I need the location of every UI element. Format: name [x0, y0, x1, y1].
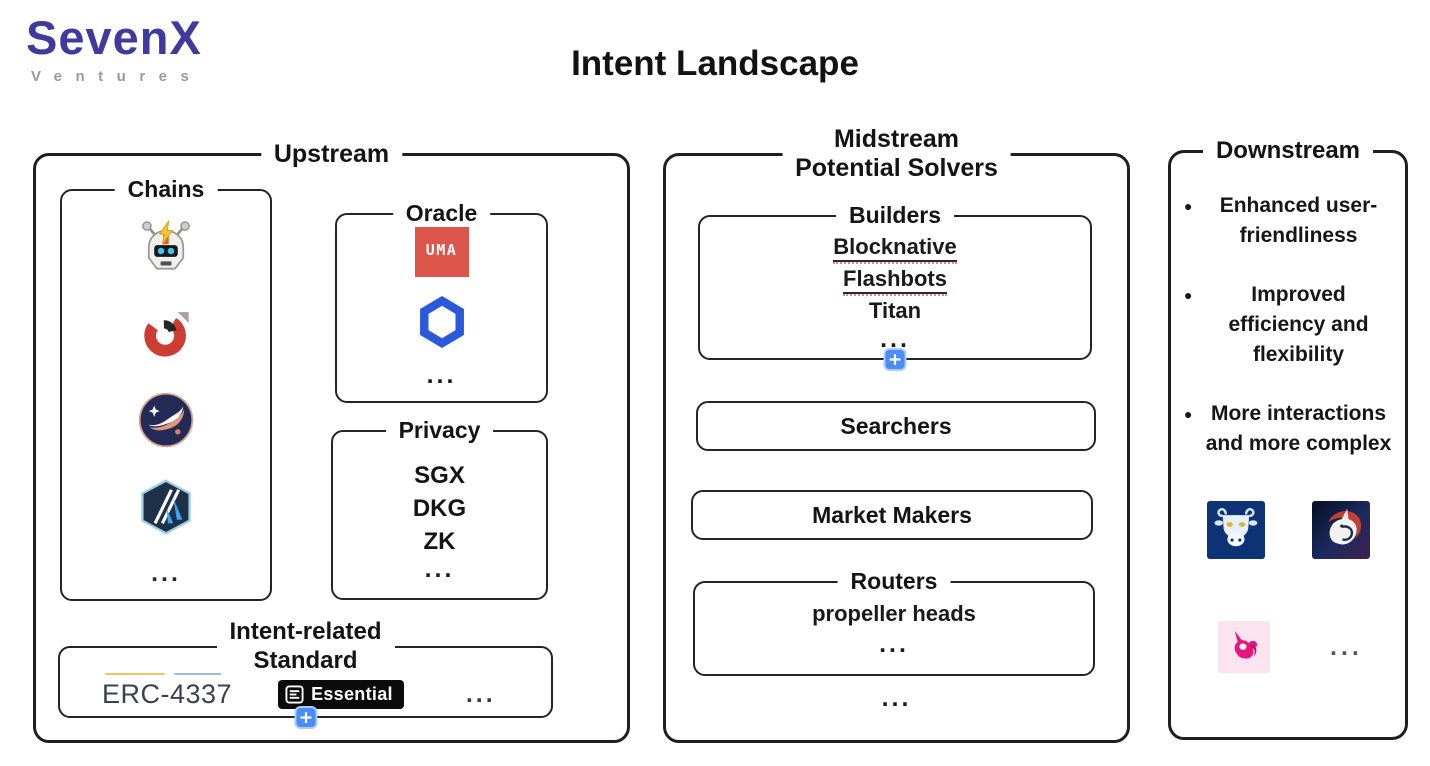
privacy-item-sgx: SGX: [414, 462, 465, 489]
erc-text: ERC-4337: [102, 678, 233, 709]
privacy-more-ellipsis: ...: [424, 555, 455, 583]
erc-yellow-bar: [105, 672, 165, 675]
midstream-label-line2: Potential Solvers: [795, 154, 998, 182]
upstream-label: Upstream: [260, 138, 403, 170]
standard-label: Intent-related Standard: [216, 617, 395, 675]
upstream-section: Upstream Chains: [33, 138, 630, 743]
chains-box: Chains: [60, 175, 272, 601]
downstream-icons-row-2: ...: [1171, 621, 1405, 673]
midstream-more-ellipsis: ...: [881, 684, 912, 712]
cow-protocol-icon: [1206, 501, 1265, 559]
standard-label-line2: Standard: [253, 647, 358, 674]
builders-label: Builders: [835, 201, 955, 229]
builders-more-ellipsis: ...: [880, 325, 910, 353]
robot-chain-icon: [142, 220, 190, 270]
page-title: Intent Landscape: [571, 44, 859, 83]
uma-icon: UMA: [414, 223, 469, 277]
downstream-more-ellipsis: ...: [1330, 633, 1363, 661]
privacy-item-zk: ZK: [423, 528, 456, 555]
oracle-label: Oracle: [392, 199, 491, 227]
downstream-bullet-2: ● Improved efficiency and flexibility: [1171, 280, 1405, 370]
logo-wordmark: SevenX: [26, 11, 202, 64]
standard-label-line1: Intent-related: [229, 618, 382, 645]
downstream-bullet-3: ● More interactions and more complex: [1171, 399, 1405, 459]
standard-content: ERC-4337 Essential ...: [60, 648, 551, 716]
downstream-label: Downstream: [1202, 135, 1374, 167]
uma-text: UMA: [425, 241, 458, 259]
standard-box: Intent-related Standard ERC-4337 Es: [58, 617, 553, 729]
arbitrum-icon: [141, 479, 191, 535]
bullet-dot-icon: ●: [1184, 198, 1193, 214]
midstream-label-line1: Midstream: [833, 125, 960, 153]
erc-4337-label: ERC-4337: [102, 672, 233, 710]
cow-head-glyph: [1214, 508, 1257, 547]
downstream-bullet-1: ● Enhanced user-friendliness: [1171, 191, 1405, 251]
essential-text: Essential: [311, 683, 393, 704]
searchers-label: Searchers: [840, 412, 952, 439]
uniswap-icon: [1218, 621, 1270, 673]
oracle-more-ellipsis: ...: [426, 361, 457, 389]
midstream-label: Midstream Potential Solvers: [782, 125, 1011, 183]
oracle-box: Oracle UMA ...: [335, 199, 548, 403]
oneinch-unicorn-glyph: [1328, 508, 1361, 545]
swirl-chain-icon: [138, 392, 194, 448]
routers-box: Routers propeller heads ...: [693, 567, 1095, 676]
oracle-content: UMA ...: [337, 215, 546, 389]
erc-blue-bar: [174, 672, 221, 675]
privacy-label: Privacy: [385, 416, 494, 444]
privacy-box: Privacy SGX DKG ZK ...: [331, 416, 548, 600]
downstream-content: ● Enhanced user-friendliness ● Improved …: [1171, 153, 1405, 673]
sevenx-logo: SevenX Ventures: [26, 14, 202, 85]
chains-more-ellipsis: ...: [151, 559, 181, 587]
routers-more-ellipsis: ...: [879, 630, 909, 658]
builders-item-blocknative[interactable]: Blocknative: [833, 232, 957, 264]
bullet-dot-icon: ●: [1184, 406, 1193, 422]
market-makers-box: Market Makers: [691, 490, 1093, 540]
routers-item-propeller-heads: propeller heads: [812, 601, 976, 626]
market-makers-label: Market Makers: [812, 501, 972, 528]
builders-item-flashbots[interactable]: Flashbots: [843, 264, 947, 296]
essential-badge: Essential: [278, 679, 404, 709]
uniswap-unicorn-glyph: [1234, 630, 1257, 659]
chainlink-icon: [419, 295, 464, 349]
logo-subtitle: Ventures: [31, 68, 203, 85]
builders-add-button[interactable]: [883, 348, 907, 371]
searchers-box: Searchers: [696, 401, 1096, 451]
plus-icon: [300, 712, 311, 723]
standard-more-ellipsis: ...: [465, 680, 496, 708]
chains-label: Chains: [114, 175, 218, 203]
oneinch-icon: [1311, 501, 1370, 559]
privacy-content: SGX DKG ZK ...: [333, 432, 546, 583]
donut-chart-chain-icon: [144, 312, 189, 357]
builders-item-titan: Titan: [868, 298, 922, 323]
downstream-icons-row-1: [1171, 501, 1405, 559]
routers-content: propeller heads ...: [695, 583, 1093, 658]
standard-add-button[interactable]: [294, 706, 317, 729]
essential-logo-icon: [285, 684, 304, 704]
plus-icon: [889, 354, 901, 365]
downstream-section: Downstream ● Enhanced user-friendliness …: [1168, 135, 1408, 740]
builders-content: Blocknative Flashbots Titan ...: [700, 217, 1090, 353]
privacy-item-dkg: DKG: [412, 495, 467, 522]
chains-content: ...: [62, 191, 270, 587]
midstream-section: Midstream Potential Solvers Builders Blo…: [663, 125, 1130, 743]
bullet-dot-icon: ●: [1184, 287, 1193, 303]
builders-box: Builders Blocknative Flashbots Titan ...: [698, 201, 1092, 371]
routers-label: Routers: [837, 567, 951, 595]
